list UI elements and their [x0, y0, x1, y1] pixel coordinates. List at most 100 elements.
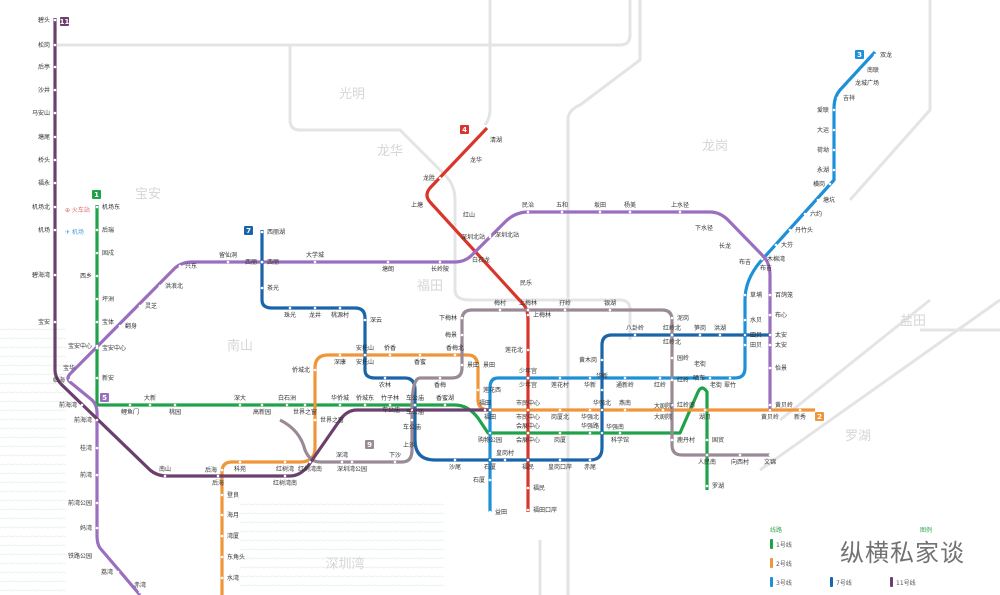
station-label[interactable]: 太安 [775, 341, 787, 349]
station-dot[interactable] [338, 353, 342, 357]
station-label[interactable]: 碧海湾 [32, 271, 50, 279]
station-dot[interactable] [670, 378, 674, 382]
station-label[interactable]: 东角头 [227, 553, 245, 561]
station-dot[interactable] [53, 88, 57, 92]
station-dot[interactable] [95, 274, 99, 278]
line-4-badge[interactable] [460, 125, 469, 134]
station-label[interactable]: 宝华 [63, 364, 75, 372]
station-dot[interactable] [220, 576, 224, 580]
station-label[interactable]: 笋岗 [694, 324, 706, 332]
station-label[interactable]: 长龙 [719, 242, 731, 250]
station-label[interactable]: 西丽湖 [267, 228, 285, 236]
station-label[interactable]: 鲤鱼门 [121, 408, 139, 416]
station-dot[interactable] [832, 108, 836, 112]
station-label[interactable]: 莲花村 [551, 381, 569, 389]
station-dot[interactable] [53, 43, 57, 47]
station-dot[interactable] [460, 363, 464, 367]
station-dot[interactable] [95, 297, 99, 301]
station-dot[interactable] [483, 408, 487, 412]
station-dot[interactable] [588, 458, 592, 462]
station-dot[interactable] [95, 501, 99, 505]
station-label[interactable]: 坂田 [594, 201, 606, 209]
station-dot[interactable] [526, 313, 530, 317]
station-label[interactable]: 龙胜 [423, 174, 435, 182]
station-label[interactable]: 上梅林 [533, 311, 551, 319]
station-label[interactable]: 上梅林 [519, 299, 537, 307]
station-dot[interactable] [413, 403, 417, 407]
station-label[interactable]: 大新 [144, 394, 156, 402]
station-label[interactable]: 机场东 [102, 203, 120, 211]
station-label[interactable]: 前湾公园 [68, 499, 92, 507]
station-dot[interactable] [705, 453, 709, 457]
station-dot[interactable] [705, 484, 709, 488]
station-label[interactable]: 上水径 [671, 201, 689, 209]
station-label[interactable]: 园岭 [677, 354, 689, 362]
station-label[interactable]: 竹子林 [381, 394, 399, 402]
station-dot[interactable] [393, 460, 397, 464]
station-label[interactable]: 布心 [775, 311, 787, 319]
station-dot[interactable] [313, 418, 317, 422]
station-label[interactable]: 向西村 [731, 458, 749, 466]
station-dot[interactable] [670, 438, 674, 442]
station-label[interactable]: 大运 [817, 126, 829, 134]
station-label[interactable]: 百鸽笼 [775, 291, 793, 299]
station-label[interactable]: 皇岗村 [496, 449, 514, 457]
station-dot[interactable] [220, 534, 224, 538]
station-dot[interactable] [95, 418, 99, 422]
station-label[interactable]: 湾厦 [227, 532, 239, 540]
station-label[interactable]: 下水径 [695, 224, 713, 232]
station-dot[interactable] [488, 458, 492, 462]
station-dot[interactable] [173, 403, 177, 407]
station-dot[interactable] [216, 474, 220, 478]
station-label[interactable]: 益田 [495, 508, 507, 516]
station-label[interactable]: 翻身 [125, 322, 137, 330]
station-dot[interactable] [832, 148, 836, 152]
station-dot[interactable] [426, 203, 430, 207]
station-label[interactable]: 登良 [227, 491, 239, 499]
station-dot[interactable] [313, 368, 317, 372]
station-label[interactable]: 珠光 [284, 311, 296, 319]
station-label[interactable]: 碧头 [38, 16, 50, 24]
station-dot[interactable] [158, 284, 162, 288]
station-dot[interactable] [138, 590, 142, 594]
station-label[interactable]: 水湾 [227, 574, 239, 582]
station-label[interactable]: 布吉 [739, 258, 751, 266]
station-dot[interactable] [618, 431, 622, 435]
station-label[interactable]: 大剧院 [654, 413, 672, 421]
line-5-badge[interactable] [100, 393, 109, 402]
station-dot[interactable] [703, 408, 707, 412]
station-dot[interactable] [303, 403, 307, 407]
station-dot[interactable] [598, 210, 602, 214]
station-label[interactable]: 龙华 [470, 156, 482, 164]
station-label[interactable]: 怡景 [775, 364, 787, 372]
station-dot[interactable] [743, 333, 747, 337]
station-dot[interactable] [670, 356, 674, 360]
station-dot[interactable] [260, 403, 264, 407]
station-label[interactable]: 国贸 [712, 436, 724, 444]
station-label[interactable]: 荔湾 [101, 568, 113, 576]
station-dot[interactable] [513, 281, 517, 285]
station-label[interactable]: 田贝 [750, 332, 762, 339]
station-label[interactable]: 马安山 [32, 109, 50, 117]
station-label[interactable]: 通新岭 [616, 381, 634, 389]
station-label[interactable]: 皇岗口岸 [548, 463, 572, 471]
station-dot[interactable] [734, 244, 738, 248]
station-dot[interactable] [418, 443, 422, 447]
station-label[interactable]: 双龙 [880, 51, 892, 59]
station-label[interactable]: 赤尾 [584, 464, 596, 471]
station-label[interactable]: 白石洲 [278, 394, 296, 402]
line-9-badge[interactable] [365, 440, 374, 449]
station-label[interactable]: 草埔 [750, 291, 762, 299]
station-label[interactable]: 爱联 [817, 106, 829, 114]
station-label[interactable]: 燕南 [619, 399, 631, 407]
station-dot[interactable] [670, 403, 674, 407]
station-label[interactable]: 人民南 [698, 458, 716, 466]
station-label[interactable]: 横岗 [813, 180, 825, 188]
station-dot[interactable] [600, 358, 604, 362]
station-dot[interactable] [526, 508, 530, 512]
station-dot[interactable] [53, 205, 57, 209]
station-dot[interactable] [288, 306, 292, 310]
station-label[interactable]: 深云 [370, 316, 382, 324]
station-dot[interactable] [220, 493, 224, 497]
station-label[interactable]: 西丽 [245, 259, 257, 266]
